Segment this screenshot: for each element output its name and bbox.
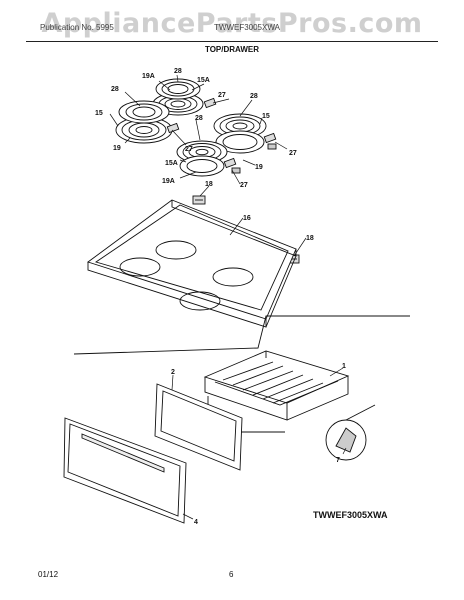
callout-19: 19 [113, 145, 121, 152]
header-rule [26, 41, 438, 42]
main-top [87, 199, 297, 328]
callout-28: 28 [195, 115, 203, 122]
callout-28: 28 [174, 68, 182, 75]
drip-bowl-front-right [179, 155, 225, 177]
callout-1: 1 [342, 363, 346, 370]
drawer-panel-frame [154, 383, 243, 471]
hinge-clip-left [192, 195, 206, 205]
callout-15: 15 [262, 113, 270, 120]
callout-27: 27 [185, 146, 193, 153]
footer-page-number: 6 [229, 570, 234, 579]
callout-7: 7 [336, 457, 340, 464]
callout-27: 27 [240, 182, 248, 189]
drawer-guide-detail [325, 404, 376, 461]
callout-15: 15 [95, 110, 103, 117]
drip-bowl-front-left [118, 100, 170, 124]
callout-16: 16 [243, 215, 251, 222]
leader-lines [109, 74, 347, 520]
surface-element-front-left [115, 116, 173, 144]
callout-15A: 15A [165, 160, 178, 167]
callout-18: 18 [306, 235, 314, 242]
callout-27: 27 [289, 150, 297, 157]
drip-bowl-back-right [215, 130, 265, 154]
header-model: TWWEF3005XWA [214, 23, 280, 32]
callout-4: 4 [194, 519, 198, 526]
callout-19: 19 [255, 164, 263, 171]
callout-27: 27 [218, 92, 226, 99]
terminal-blocks [166, 97, 277, 174]
header-publication: Publication No. 5995 [40, 23, 114, 32]
model-number: TWWEF3005XWA [313, 510, 388, 520]
callout-2: 2 [171, 369, 175, 376]
callout-28: 28 [111, 86, 119, 93]
drawer-front [63, 417, 187, 524]
drawer-body [203, 350, 350, 421]
callout-15A: 15A [197, 77, 210, 84]
callout-19A: 19A [142, 73, 155, 80]
callout-18: 18 [205, 181, 213, 188]
footer-date: 01/12 [38, 570, 59, 579]
callout-19A: 19A [162, 178, 175, 185]
callout-28: 28 [250, 93, 258, 100]
watermark: AppliancePartsPros.com [41, 8, 423, 39]
drip-bowl-back-left [155, 78, 201, 100]
callout-labels: 28 19A 15A 28 27 28 15 28 15 19 27 15A 1… [95, 68, 346, 526]
section-title: TOP/DRAWER [204, 45, 260, 54]
section-divider [73, 315, 410, 355]
